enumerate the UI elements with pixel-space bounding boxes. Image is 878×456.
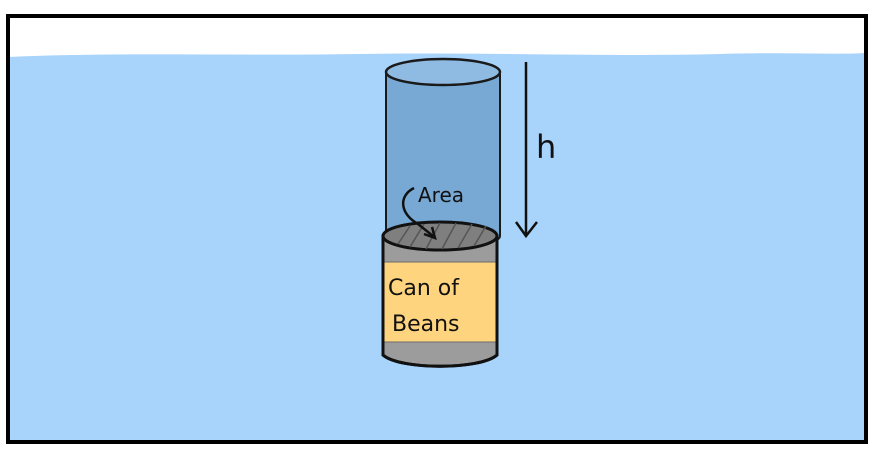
can-label-line1: Can of — [388, 276, 460, 301]
lid-hatching — [397, 222, 487, 250]
frame-border — [6, 14, 868, 444]
water-column — [384, 57, 502, 249]
area-curved-arrow — [402, 186, 434, 237]
can-label-line2: Beans — [392, 312, 460, 337]
can-label — [383, 262, 497, 342]
area-annotation: Area — [402, 183, 464, 240]
height-label: h — [536, 128, 556, 166]
area-label: Area — [418, 183, 464, 207]
water-column-top — [384, 57, 502, 87]
height-arrow: h — [514, 62, 556, 239]
can-of-beans: Can of Beans — [381, 220, 499, 368]
